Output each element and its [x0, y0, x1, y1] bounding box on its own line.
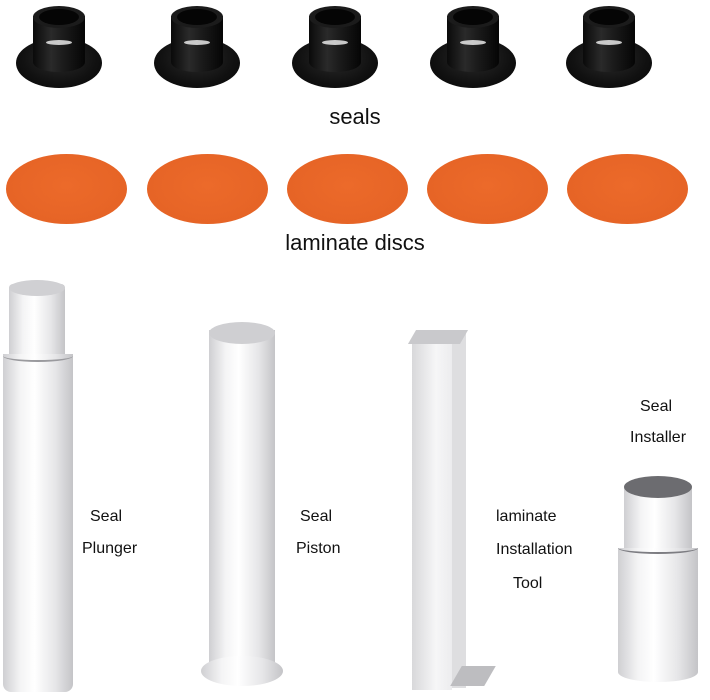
laminate-discs-label: laminate discs: [285, 230, 425, 255]
laminate-disc-image: [287, 154, 408, 224]
laminate-tool-label-2: Installation: [496, 541, 573, 558]
seal-image: [154, 2, 240, 88]
seal-installer-label-1: Seal: [640, 398, 673, 415]
laminate-disc-image: [427, 154, 548, 224]
laminate-disc-image: [567, 154, 688, 224]
seal-piston-label-1: Seal: [300, 508, 333, 525]
seal-plunger-label-1: Seal: [90, 508, 123, 525]
seal-image: [430, 2, 516, 88]
seal-image: [566, 2, 652, 88]
seal-installer-label-2: Installer: [630, 429, 687, 446]
seal-plunger-label-2: Plunger: [82, 540, 138, 557]
laminate-disc-image: [147, 154, 268, 224]
seal-piston-label-2: Piston: [296, 540, 341, 557]
seal-image: [292, 2, 378, 88]
seals-label: seals: [329, 104, 381, 129]
laminate-tool-label-3: Tool: [513, 575, 543, 592]
laminate-disc-image: [6, 154, 127, 224]
laminate-tool-label-1: laminate: [496, 508, 557, 525]
seal-image: [16, 2, 102, 88]
